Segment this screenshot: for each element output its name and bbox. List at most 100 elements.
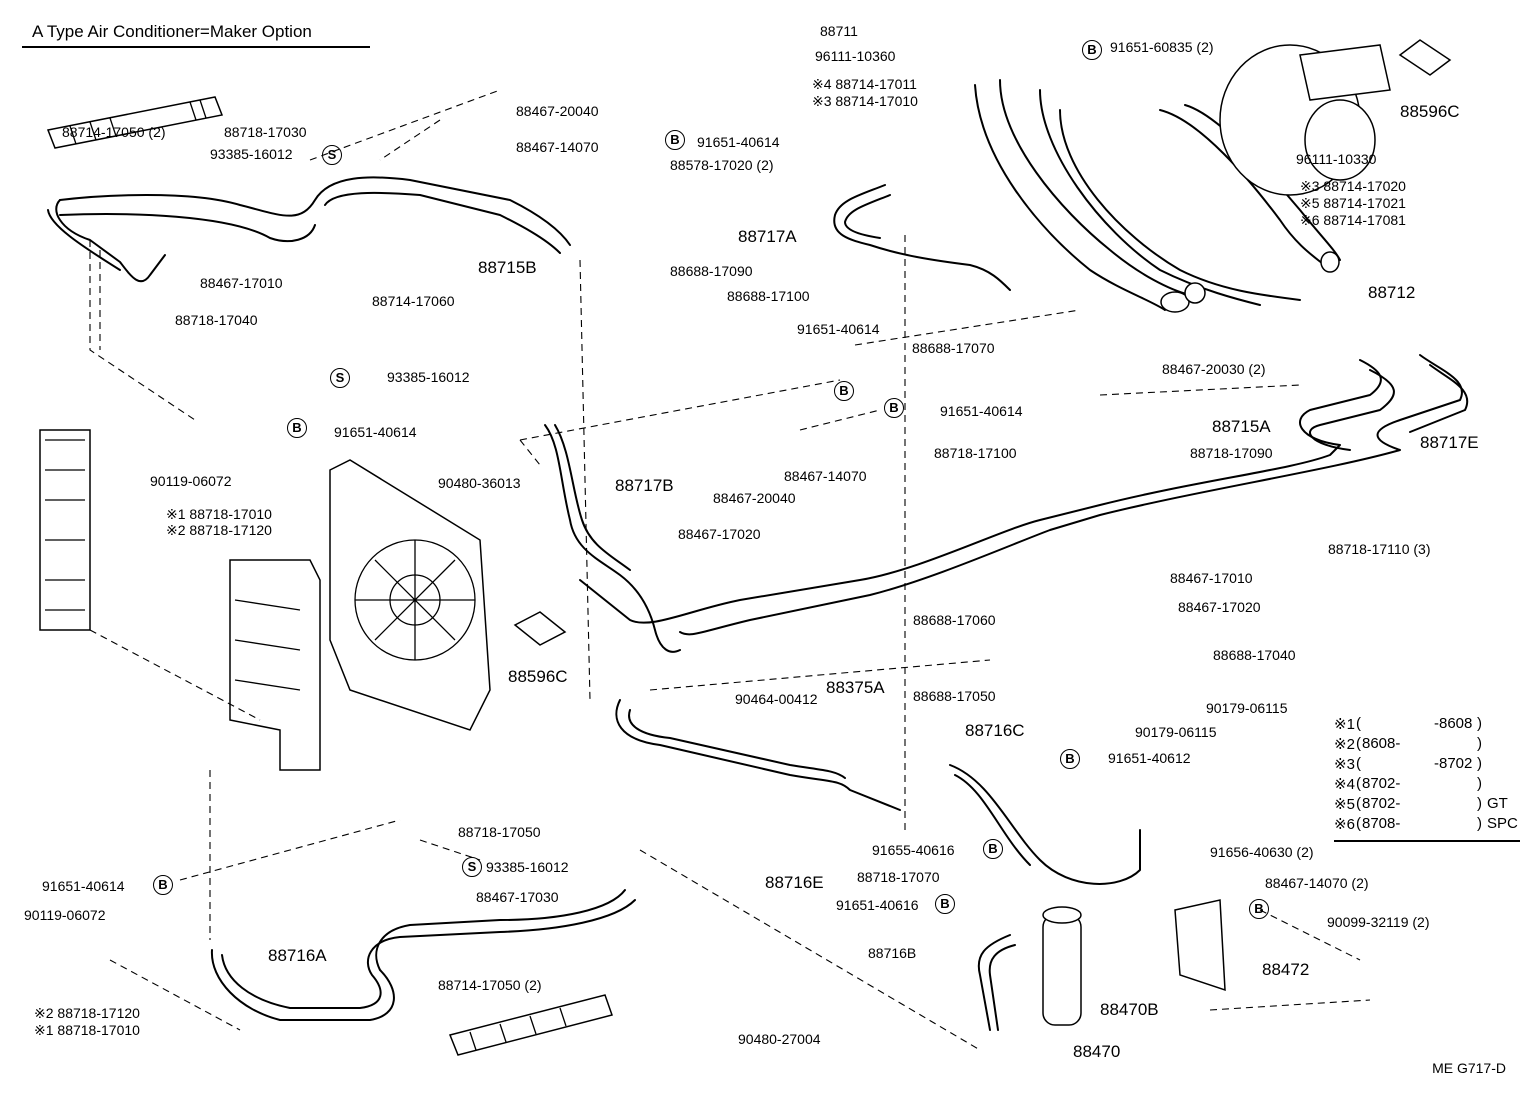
- callout-label: 88467-20030 (2): [1162, 361, 1266, 377]
- legend-row: ※5 ( 8702- ) GT: [1334, 795, 1524, 815]
- callout-label: 91651-40612: [1108, 750, 1191, 766]
- date-legend: ※1 ( -8608 ) ※2 ( 8608- ) ※3 ( -8702 ) ※…: [1334, 715, 1524, 835]
- legend-mark: ※5: [1334, 796, 1355, 813]
- callout-label: 88688-17050: [913, 688, 996, 704]
- callout-label: 90480-27004: [738, 1031, 821, 1047]
- callout-label: 88596C: [1400, 102, 1460, 121]
- callout-label: 88718-17100: [934, 445, 1017, 461]
- callout-label: ※6 88714-17081: [1300, 212, 1406, 228]
- callout-label: 91651-60835 (2): [1110, 39, 1214, 55]
- legend-row: ※6 ( 8708- ) SPC: [1334, 815, 1524, 835]
- callout-label: 88467-17010: [1170, 570, 1253, 586]
- hose-sleeve-88714-17050-bottom: [448, 994, 613, 1056]
- bolt-marker-icon: B: [834, 381, 854, 401]
- callout-label: 91651-40614: [334, 424, 417, 440]
- legend-mark: ※6: [1334, 816, 1355, 833]
- legend-underline: [1334, 840, 1520, 842]
- callout-label: 96111-10330: [1296, 151, 1377, 167]
- callout-label: 90099-32119 (2): [1327, 914, 1430, 930]
- callout-label: 88717A: [738, 227, 797, 246]
- legend-mark: ※3: [1334, 756, 1355, 773]
- tube-88716b: [977, 934, 1016, 1031]
- legend-note: GT: [1487, 795, 1508, 812]
- suction-hoses: [974, 79, 1341, 313]
- legend-row: ※1 ( -8608 ): [1334, 715, 1524, 735]
- bolt-marker-icon: B: [983, 839, 1003, 859]
- callout-label: 88688-17060: [913, 612, 996, 628]
- callout-label: 88467-14070 (2): [1265, 875, 1369, 891]
- title-underline: [22, 46, 370, 48]
- bolt-marker-icon: B: [665, 130, 685, 150]
- callout-label: 88470: [1073, 1042, 1121, 1061]
- legend-close: ): [1477, 775, 1482, 792]
- callout-label: 91656-40630 (2): [1210, 844, 1314, 860]
- callout-label: 88718-17040: [175, 312, 258, 328]
- callout-label: 88716C: [965, 721, 1025, 740]
- callout-label: 91651-40614: [697, 134, 780, 150]
- tube-88716a: [210, 889, 636, 1021]
- tube-88715a-88717e: [579, 354, 1469, 636]
- diagram-title: A Type Air Conditioner=Maker Option: [32, 22, 312, 41]
- callout-label: 88718-17030: [224, 124, 307, 140]
- callout-label: 88467-17020: [1178, 599, 1261, 615]
- callout-label: 88714-17050 (2): [62, 124, 166, 140]
- legend-open: (: [1356, 795, 1361, 812]
- tube-88715b: [47, 176, 571, 283]
- callout-label: 88716E: [765, 873, 824, 892]
- callout-label: 88467-17030: [476, 889, 559, 905]
- compressor: [1219, 44, 1391, 196]
- legend-close: ): [1477, 795, 1482, 812]
- bolt-marker-icon: B: [884, 398, 904, 418]
- callout-label: 88712: [1368, 283, 1416, 302]
- callout-label: 88718-17090: [1190, 445, 1273, 461]
- callout-label: 88467-20040: [713, 490, 796, 506]
- legend-row: ※4 ( 8702- ): [1334, 775, 1524, 795]
- callout-label: 90480-36013: [438, 475, 521, 491]
- legend-close: ): [1477, 815, 1482, 832]
- callout-label: 96111-10360: [815, 48, 896, 64]
- callout-label: 88596C: [508, 667, 568, 686]
- legend-row: ※2 ( 8608- ): [1334, 735, 1524, 755]
- bolt-marker-icon: B: [287, 418, 307, 438]
- bolt-marker-icon: B: [1249, 899, 1269, 919]
- legend-mark: ※1: [1334, 716, 1355, 733]
- callout-label: 93385-16012: [387, 369, 470, 385]
- bolt-marker-icon: B: [935, 894, 955, 914]
- legend-open: (: [1356, 815, 1361, 832]
- callout-label: 93385-16012: [486, 859, 569, 875]
- callout-label: ※4 88714-17011: [812, 76, 917, 92]
- legend-open: (: [1356, 735, 1361, 752]
- callout-label: 88688-17100: [727, 288, 810, 304]
- tube-88717a: [833, 184, 1011, 291]
- callout-label: 88714-17060: [372, 293, 455, 309]
- legend-from: 8702-: [1362, 775, 1401, 792]
- screw-marker-icon: S: [322, 145, 342, 165]
- callout-label: ※2 88718-17120: [34, 1005, 140, 1021]
- legend-open: (: [1356, 715, 1361, 732]
- tube-88716c: [949, 764, 1141, 885]
- callout-label: 88467-20040: [516, 103, 599, 119]
- callout-label: 91651-40614: [797, 321, 880, 337]
- drawing-code: ME G717-D: [1432, 1060, 1506, 1076]
- screw-marker-icon: S: [462, 857, 482, 877]
- callout-label: 91651-40614: [42, 878, 125, 894]
- callout-label: 88578-17020 (2): [670, 157, 774, 173]
- callout-label: 88718-17110 (3): [1328, 541, 1431, 557]
- callout-label: 91651-40616: [836, 897, 919, 913]
- legend-from: 8608-: [1362, 735, 1401, 752]
- callout-label: 91651-40614: [940, 403, 1023, 419]
- receiver-dryer: [1042, 906, 1082, 1026]
- callout-label: 88714-17050 (2): [438, 977, 542, 993]
- callout-label: 88467-17010: [200, 275, 283, 291]
- callout-label: 91655-40616: [872, 842, 955, 858]
- callout-label: 88718-17050: [458, 824, 541, 840]
- fan-shroud: [329, 459, 491, 731]
- tube-88717b: [544, 424, 681, 653]
- callout-label: 88470B: [1100, 1000, 1159, 1019]
- callout-label: 88716A: [268, 946, 327, 965]
- callout-label: ※1 88718-17010: [166, 506, 272, 522]
- callout-label: 90464-00412: [735, 691, 818, 707]
- legend-open: (: [1356, 755, 1361, 772]
- callout-label: 88717B: [615, 476, 674, 495]
- legend-from: 8702-: [1362, 795, 1401, 812]
